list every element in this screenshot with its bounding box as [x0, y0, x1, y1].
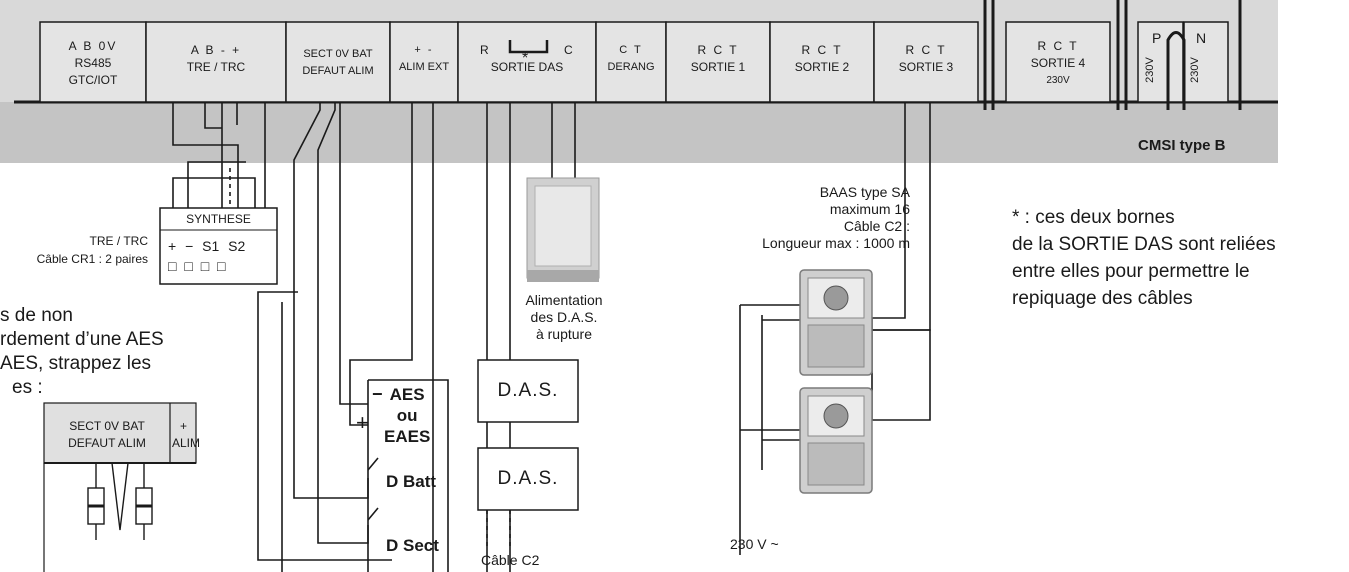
cmsi-strip — [0, 102, 1278, 163]
inset-plus: + — [180, 419, 188, 433]
inset-sect-bot: DEFAUT ALIM — [68, 436, 146, 450]
left-note-line1: s de non — [0, 305, 73, 326]
tre-cable-desc: Câble CR1 : 2 paires — [36, 252, 148, 266]
left-note-line4: es : — [12, 377, 43, 398]
left-note-line2: rdement d’une AES — [0, 329, 164, 350]
s4-terminals: R C T — [1037, 39, 1079, 53]
sortie3-name: SORTIE 3 — [898, 60, 954, 74]
right-note-line3: entre elles pour permettre le — [1012, 261, 1250, 282]
synthese-title: SYNTHESE — [186, 212, 251, 226]
sect-label: SECT 0V BAT DEFAUT ALIM — [286, 46, 390, 80]
n-voltage: 230V — [1188, 57, 1201, 83]
inset-sect-top: SECT 0V BAT — [69, 419, 145, 433]
das-unit-1 — [477, 359, 579, 423]
p-terminal: P — [1152, 30, 1162, 46]
aes-minus: − — [372, 384, 383, 404]
alim-ext-label: + - ALIM EXT — [390, 42, 458, 76]
cmsi-title: CMSI type B — [1138, 137, 1226, 154]
gtc-iot-name: GTC/IOT — [68, 73, 118, 87]
ou-text: ou — [396, 406, 418, 425]
s3-terminals: R C T — [905, 43, 947, 57]
n-terminal: N — [1196, 30, 1207, 46]
alimentation-line1: Alimentation — [525, 292, 603, 308]
das-unit-1-label: D.A.S. — [497, 380, 559, 401]
inset-alim-label: + ALIM — [172, 418, 200, 452]
alimentation-line2: des D.A.S. — [530, 309, 598, 325]
tre-trc-label: A B - + TRE / TRC — [146, 42, 286, 76]
wires — [172, 102, 931, 572]
sortie1-name: SORTIE 1 — [690, 60, 746, 74]
aes-text: AES — [389, 385, 425, 404]
eaes-text: EAES — [384, 427, 431, 446]
tre-cable-label: TRE / TRC Câble CR1 : 2 paires — [36, 232, 148, 268]
derang-terminals: C T — [619, 44, 643, 56]
left-note-line3: AES, strappez les — [0, 353, 152, 374]
sortie2-label: R C T SORTIE 2 — [770, 42, 874, 76]
das-star: * — [522, 50, 529, 67]
rs485-name: RS485 — [74, 56, 112, 70]
rs485-terminals: A B 0V — [68, 39, 118, 53]
sortie-das-label: R C * SORTIE DAS — [458, 42, 596, 76]
baas-line2: maximum 16 — [829, 201, 910, 217]
right-note-line4: repiquage des câbles — [1012, 288, 1193, 309]
derang-label: C T DERANG — [596, 42, 666, 76]
right-note-line1: * : ces deux bornes — [1012, 207, 1175, 228]
dsect-label: D Sect — [386, 536, 439, 555]
derang-name: DERANG — [607, 61, 655, 73]
synthese-pins: + − S1 S2 — [168, 238, 246, 254]
sortie3-label: R C T SORTIE 3 — [874, 42, 978, 76]
synthese-box — [159, 207, 278, 285]
aes-block-label: AES ou EAES — [384, 384, 430, 447]
right-note: * : ces deux bornes de la SORTIE DAS son… — [1012, 204, 1276, 312]
das-r-terminal: R — [480, 43, 489, 57]
v230-label: 230 V ~ — [730, 536, 779, 552]
sortie1-label: R C T SORTIE 1 — [666, 42, 770, 76]
aes-plus: + — [356, 410, 369, 435]
sortie4-name: SORTIE 4 — [1030, 56, 1086, 70]
s1-terminals: R C T — [697, 43, 739, 57]
baas-line1: BAAS type SA — [819, 184, 910, 200]
sortie4-voltage: 230V — [1046, 75, 1070, 86]
rs485-label: A B 0V RS485 GTC/IOT — [40, 38, 146, 89]
p-voltage: 230V — [1143, 57, 1156, 83]
sortie2-name: SORTIE 2 — [794, 60, 850, 74]
synthese-boxes: □ □ □ □ — [168, 258, 226, 274]
sortie4-label: R C T SORTIE 4 230V — [1006, 38, 1110, 89]
inset-alim: ALIM — [172, 436, 201, 450]
dbatt-label: D Batt — [386, 472, 437, 491]
baas-unit-1 — [799, 269, 873, 376]
terminal-blocks — [39, 21, 1229, 103]
alim-ext-name: ALIM EXT — [398, 61, 450, 73]
sortie-das-name: SORTIE DAS — [490, 60, 564, 74]
alim-terminals: + - — [414, 44, 434, 56]
aes-box — [367, 379, 449, 572]
tre-cable-title: TRE / TRC — [89, 234, 148, 248]
alimentation-module — [526, 177, 600, 282]
alimentation-line3: à rupture — [535, 326, 593, 342]
baas-label: BAAS type SA maximum 16 Câble C2 : Longu… — [700, 184, 910, 252]
baas-line4: Longueur max : 1000 m — [762, 235, 910, 251]
s2-terminals: R C T — [801, 43, 843, 57]
defaut-alim-name: DEFAUT ALIM — [302, 65, 374, 77]
tre-terminals: A B - + — [190, 43, 242, 57]
right-note-line2: de la SORTIE DAS sont reliées — [1012, 234, 1276, 255]
inset-strap — [43, 402, 197, 572]
inset-sect-label: SECT 0V BAT DEFAUT ALIM — [44, 418, 170, 452]
das-unit-2-label: D.A.S. — [497, 468, 559, 489]
baas-unit-2 — [799, 387, 873, 494]
das-unit-2 — [477, 447, 579, 511]
sect-terminals: SECT 0V BAT — [303, 48, 373, 60]
das-c-terminal: C — [564, 43, 573, 57]
cable-c2-label: Câble C2 — [481, 552, 540, 568]
left-note: s de non rdement d’une AES AES, strappez… — [0, 304, 164, 400]
alimentation-label: Alimentation des D.A.S. à rupture — [512, 292, 616, 343]
tre-name: TRE / TRC — [186, 60, 246, 74]
baas-line3: Câble C2 : — [843, 218, 910, 234]
